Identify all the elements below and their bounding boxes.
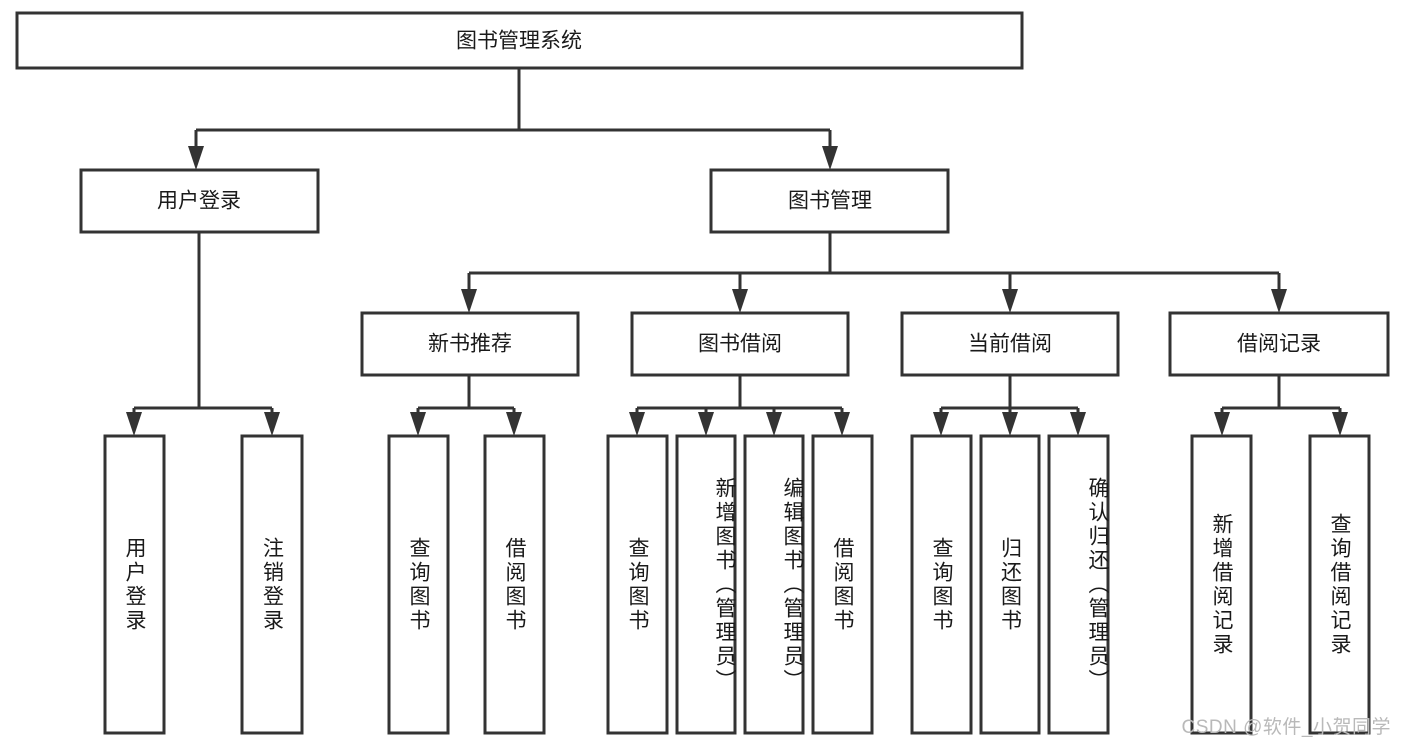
leaf-box-confirm-return[interactable] xyxy=(1047,434,1110,735)
leaf-box-borrow-book-1[interactable] xyxy=(483,434,546,735)
node-borrow-record[interactable]: 借阅记录 xyxy=(1168,311,1390,377)
node-root-label: 图书管理系统 xyxy=(456,30,582,53)
leaf-box-add-record[interactable] xyxy=(1190,434,1253,735)
node-borrow-record-label: 借阅记录 xyxy=(1237,333,1321,356)
leaf-box-edit-book[interactable] xyxy=(743,434,805,735)
leaf-box-add-book[interactable] xyxy=(675,434,737,735)
leaf-box-user-login[interactable] xyxy=(103,434,166,735)
node-new-book-recommend-label: 新书推荐 xyxy=(428,333,512,356)
leaf-box-query-record[interactable] xyxy=(1308,434,1371,735)
leaf-box-query-book-2[interactable] xyxy=(606,434,669,735)
connector-newbook-to-leaves xyxy=(410,375,522,436)
leaf-box-group xyxy=(103,434,1371,735)
node-current-borrow-label: 当前借阅 xyxy=(968,333,1052,356)
leaf-box-borrow-book-2[interactable] xyxy=(811,434,874,735)
leaf-box-query-book-3[interactable] xyxy=(910,434,973,735)
connector-bookborrow-to-leaves xyxy=(629,375,850,436)
node-book-borrow-label: 图书借阅 xyxy=(698,333,782,356)
node-user-login-label: 用户登录 xyxy=(157,190,241,213)
node-book-management-label: 图书管理 xyxy=(788,190,872,213)
node-new-book-recommend[interactable]: 新书推荐 xyxy=(360,311,580,377)
connector-root-to-level2 xyxy=(188,68,838,170)
node-root[interactable]: 图书管理系统 xyxy=(15,11,1024,70)
leaf-box-user-logout[interactable] xyxy=(240,434,304,735)
node-book-management[interactable]: 图书管理 xyxy=(709,168,950,234)
connector-userlogin-to-leaves xyxy=(126,232,280,436)
node-current-borrow[interactable]: 当前借阅 xyxy=(900,311,1120,377)
connector-borrowrecord-to-leaves xyxy=(1214,375,1348,436)
connector-currentborrow-to-leaves xyxy=(933,375,1086,436)
watermark-text: CSDN @软件_小贺同学 xyxy=(1181,717,1391,738)
leaf-box-query-book-1[interactable] xyxy=(387,434,450,735)
connector-bookmgmt-to-level3 xyxy=(461,232,1287,313)
node-book-borrow[interactable]: 图书借阅 xyxy=(630,311,850,377)
leaf-box-return-book[interactable] xyxy=(979,434,1041,735)
node-user-login[interactable]: 用户登录 xyxy=(79,168,320,234)
